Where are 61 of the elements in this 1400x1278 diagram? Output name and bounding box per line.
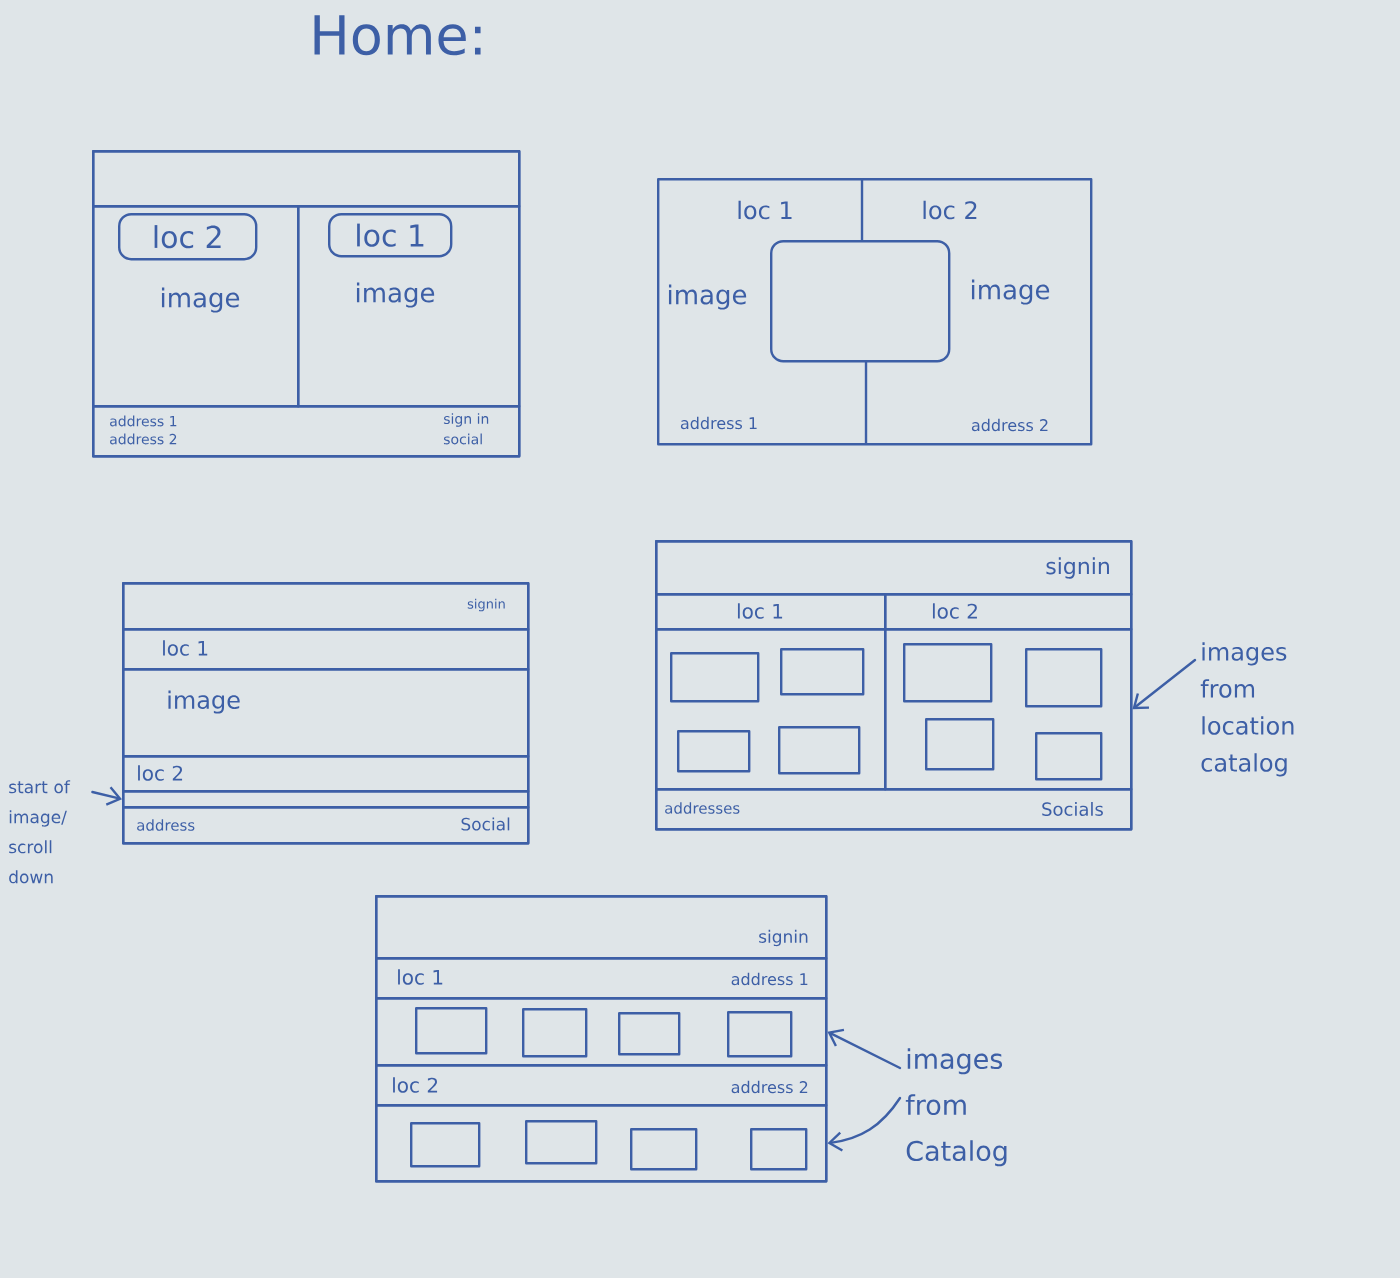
arrow [827, 1096, 902, 1152]
placeholder-text: image [168, 690, 240, 714]
rounded-box [770, 240, 951, 363]
sign-in-link: signin [759, 929, 808, 947]
address-text: address 2 [110, 433, 177, 445]
section-label: loc 2 [393, 1077, 438, 1093]
handwritten-note: start of image/ scroll down [9, 780, 71, 884]
image-placeholder [630, 1128, 698, 1171]
section-label: loc 1 [398, 969, 443, 985]
image-placeholder [727, 1011, 793, 1058]
image-placeholder [410, 1122, 481, 1168]
image-placeholder [522, 1008, 588, 1058]
arrow [1132, 658, 1197, 710]
placeholder-text: image [356, 282, 435, 308]
panel [884, 628, 1133, 791]
address-text: address 1 [731, 972, 808, 986]
image-placeholder [778, 726, 861, 775]
title: Home: [314, 15, 481, 56]
image-placeholder [903, 643, 993, 703]
section-label: loc 1 [738, 200, 792, 220]
placeholder-text: image [161, 287, 240, 313]
header-bar [92, 150, 521, 208]
sign-in-link: signin [467, 598, 505, 612]
placeholder-text: image [668, 284, 747, 310]
social-link: social [443, 433, 482, 445]
image-placeholder [1025, 648, 1103, 708]
rounded-box: loc 1 [328, 213, 453, 258]
arrow [91, 786, 122, 806]
address-text: addresses [665, 802, 740, 814]
image-placeholder [1035, 732, 1103, 781]
image-placeholder [525, 1120, 598, 1165]
section-label: loc 2 [923, 200, 977, 220]
section-label: loc 2 [932, 603, 977, 619]
address-text: address 1 [680, 416, 757, 430]
panel [655, 628, 887, 791]
section-label: loc 1 [163, 640, 208, 656]
address-text: address [137, 819, 195, 831]
sign-in-link: sign in [443, 413, 489, 427]
band [122, 790, 530, 809]
placeholder-text: image [971, 279, 1050, 305]
image-row [375, 997, 828, 1067]
handwritten-note: images from location catalog [1200, 642, 1294, 777]
image-placeholder [670, 652, 760, 703]
address-text: address 1 [110, 415, 177, 427]
image-placeholder [750, 1128, 808, 1171]
social-link: Social [461, 817, 510, 831]
image-placeholder [415, 1007, 488, 1055]
image-row [375, 1104, 828, 1183]
handwritten-note: images from Catalog [905, 1048, 1007, 1167]
section-label: loc 2 [138, 765, 183, 781]
sign-in-link: signin [1046, 557, 1109, 579]
arrow [827, 1028, 902, 1070]
address-text: address 2 [731, 1080, 808, 1094]
social-link: Socials [1042, 802, 1103, 816]
address-text: address 2 [971, 418, 1048, 432]
image-placeholder [780, 648, 865, 696]
image-placeholder [925, 718, 995, 771]
image-placeholder [677, 730, 751, 773]
image-placeholder [618, 1012, 681, 1056]
section-label: loc 1 [737, 603, 783, 619]
rounded-box: loc 2 [118, 213, 258, 261]
